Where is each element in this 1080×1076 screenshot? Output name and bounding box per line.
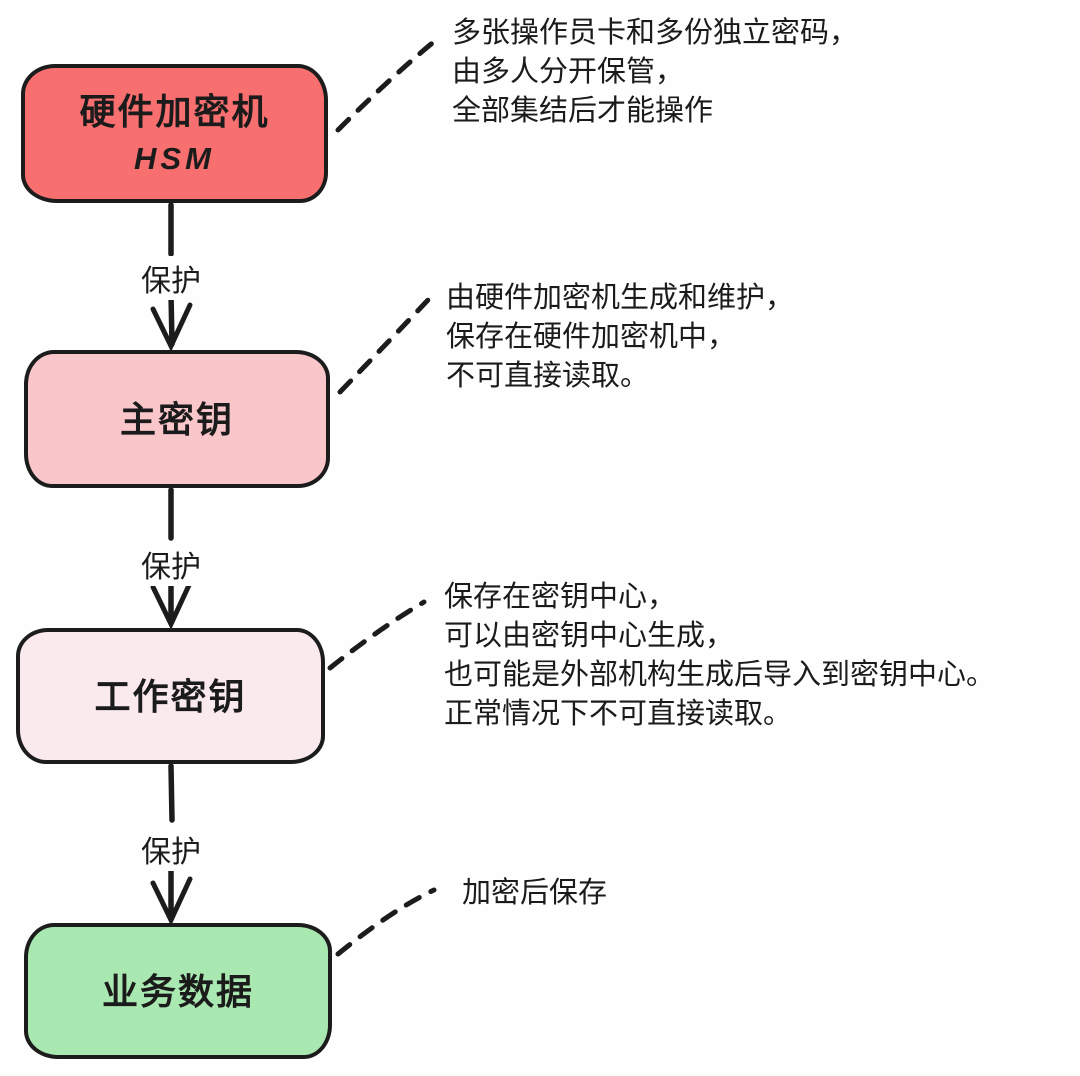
node-business-data: 业务数据: [24, 923, 332, 1059]
node-working-key: 工作密钥: [16, 628, 325, 764]
note-line: 由多人分开保管，: [452, 56, 685, 88]
note-line: 保存在密钥中心，: [444, 581, 677, 613]
edge-label-protect-3: 保护: [111, 827, 231, 871]
node-working-key-title: 工作密钥: [94, 675, 247, 717]
note-line: 保存在硬件加密机中，: [446, 321, 737, 353]
note-line: 不可直接读取。: [446, 360, 650, 392]
edge-label-protect-2: 保护: [111, 542, 231, 586]
dashed-leader-master-key-note: [337, 297, 431, 395]
note-line: 也可能是外部机构生成后导入到密钥中心。: [444, 659, 996, 691]
note-line: 全部集结后才能操作: [452, 95, 714, 127]
note-line: 由硬件加密机生成和维护，: [446, 282, 795, 314]
node-master-key-title: 主密钥: [119, 398, 234, 440]
dashed-leader-hsm-note: [335, 37, 439, 133]
dashed-leader-business-data-note: [335, 887, 437, 957]
note-hsm: 多张操作员卡和多份独立密码， 由多人分开保管， 全部集结后才能操作: [452, 14, 858, 131]
node-master-key: 主密钥: [24, 350, 330, 488]
node-hsm-subtitle: HSM: [134, 140, 215, 176]
note-line: 加密后保存: [462, 877, 608, 909]
node-hsm: 硬件加密机 HSM: [21, 64, 328, 203]
note-working-key: 保存在密钥中心， 可以由密钥中心生成， 也可能是外部机构生成后导入到密钥中心。 …: [444, 578, 995, 734]
note-line: 可以由密钥中心生成，: [444, 620, 735, 652]
note-line: 正常情况下不可直接读取。: [444, 698, 793, 730]
edge-label-protect-1: 保护: [111, 256, 231, 300]
note-business-data: 加密后保存: [462, 874, 607, 913]
node-hsm-title: 硬件加密机: [79, 90, 270, 132]
note-master-key: 由硬件加密机生成和维护， 保存在硬件加密机中， 不可直接读取。: [446, 279, 794, 396]
dashed-leader-working-key-note: [327, 599, 427, 671]
note-line: 多张操作员卡和多份独立密码，: [452, 17, 859, 49]
node-business-data-title: 业务数据: [101, 970, 254, 1012]
